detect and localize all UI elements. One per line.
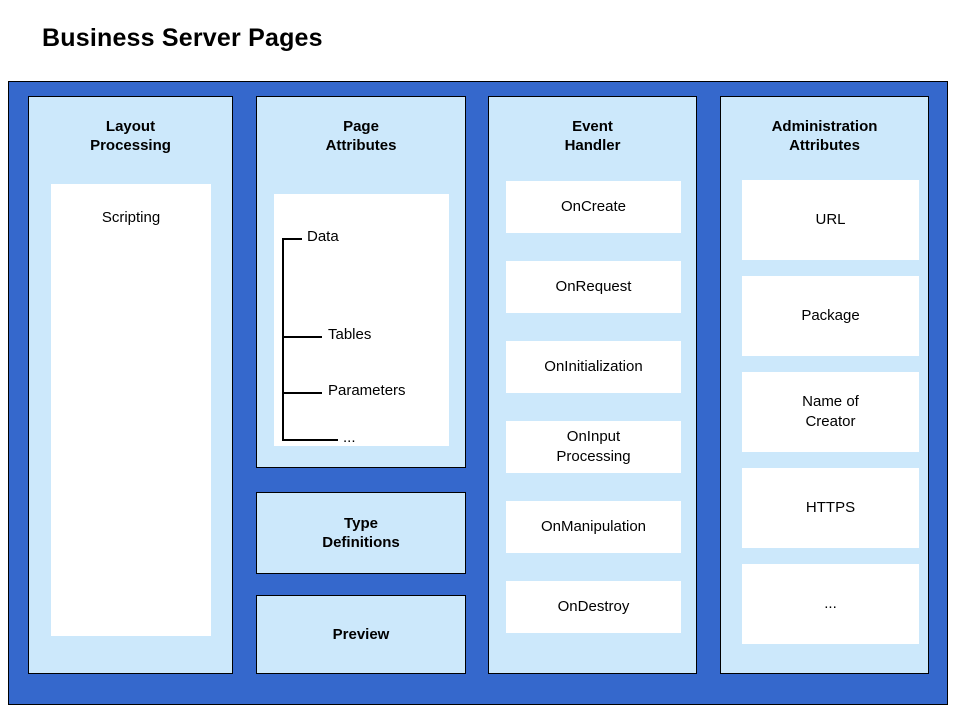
- column-event-handler[interactable]: Event Handler OnCreate OnRequest OnIniti…: [488, 96, 697, 674]
- tree-branch-data: [282, 238, 302, 240]
- item-ondestroy[interactable]: OnDestroy: [506, 581, 681, 633]
- item-onrequest[interactable]: OnRequest: [506, 261, 681, 313]
- item-oninput-processing[interactable]: OnInput Processing: [506, 421, 681, 473]
- tree-branch-parameters: [282, 392, 322, 394]
- tree-spine-lower: [282, 353, 284, 441]
- tree-label-parameters: Parameters: [328, 382, 406, 399]
- box-type-definitions-label: Type Definitions: [322, 515, 400, 551]
- column-page-attributes[interactable]: Page Attributes Data Tables Parameters .…: [256, 96, 466, 468]
- item-admin-ellipsis[interactable]: ...: [742, 564, 919, 644]
- item-onmanipulation[interactable]: OnManipulation: [506, 501, 681, 553]
- tree-label-tables: Tables: [328, 326, 372, 343]
- box-preview-label: Preview: [332, 626, 390, 643]
- item-package-label: Package: [801, 307, 860, 324]
- tree-branch-tables: [282, 336, 322, 338]
- item-name-of-creator-label: Name of Creator: [802, 393, 859, 430]
- item-oncreate[interactable]: OnCreate: [506, 181, 681, 233]
- item-oncreate-label: OnCreate: [560, 198, 627, 215]
- attribute-tree: Data Tables Parameters ...: [274, 194, 449, 446]
- item-https[interactable]: HTTPS: [742, 468, 919, 548]
- item-package[interactable]: Package: [742, 276, 919, 356]
- item-oninitialization-label: OnInitialization: [544, 358, 643, 375]
- item-oninput-processing-label: OnInput Processing: [556, 428, 631, 465]
- item-onmanipulation-label: OnManipulation: [540, 518, 647, 535]
- tree-branch-ellipsis: [282, 439, 338, 441]
- item-url-label: URL: [815, 211, 846, 228]
- diagram-frame: Layout Processing Scripting Page Attribu…: [8, 81, 948, 705]
- tree-spine: [282, 238, 284, 353]
- tree-label-data: Data: [307, 228, 339, 245]
- item-admin-ellipsis-label: ...: [824, 595, 837, 612]
- column-layout-processing[interactable]: Layout Processing Scripting: [28, 96, 233, 674]
- item-url[interactable]: URL: [742, 180, 919, 260]
- item-scripting-label: Scripting: [101, 209, 161, 226]
- item-attribute-tree[interactable]: Data Tables Parameters ...: [274, 194, 449, 446]
- tree-label-ellipsis: ...: [343, 429, 356, 446]
- column-heading-page-attributes: Page Attributes: [325, 118, 397, 154]
- item-https-label: HTTPS: [805, 499, 856, 516]
- item-scripting[interactable]: Scripting: [51, 184, 211, 636]
- column-administration-attributes[interactable]: Administration Attributes URL Package Na…: [720, 96, 929, 674]
- column-heading-layout-processing: Layout Processing: [90, 118, 171, 154]
- item-onrequest-label: OnRequest: [555, 278, 632, 295]
- page-title: Business Server Pages: [42, 24, 323, 52]
- item-ondestroy-label: OnDestroy: [557, 598, 630, 615]
- box-type-definitions[interactable]: Type Definitions: [256, 492, 466, 574]
- item-name-of-creator[interactable]: Name of Creator: [742, 372, 919, 452]
- column-heading-event-handler: Event Handler: [564, 118, 621, 154]
- item-oninitialization[interactable]: OnInitialization: [506, 341, 681, 393]
- box-preview[interactable]: Preview: [256, 595, 466, 674]
- column-heading-administration-attributes: Administration Attributes: [771, 118, 878, 154]
